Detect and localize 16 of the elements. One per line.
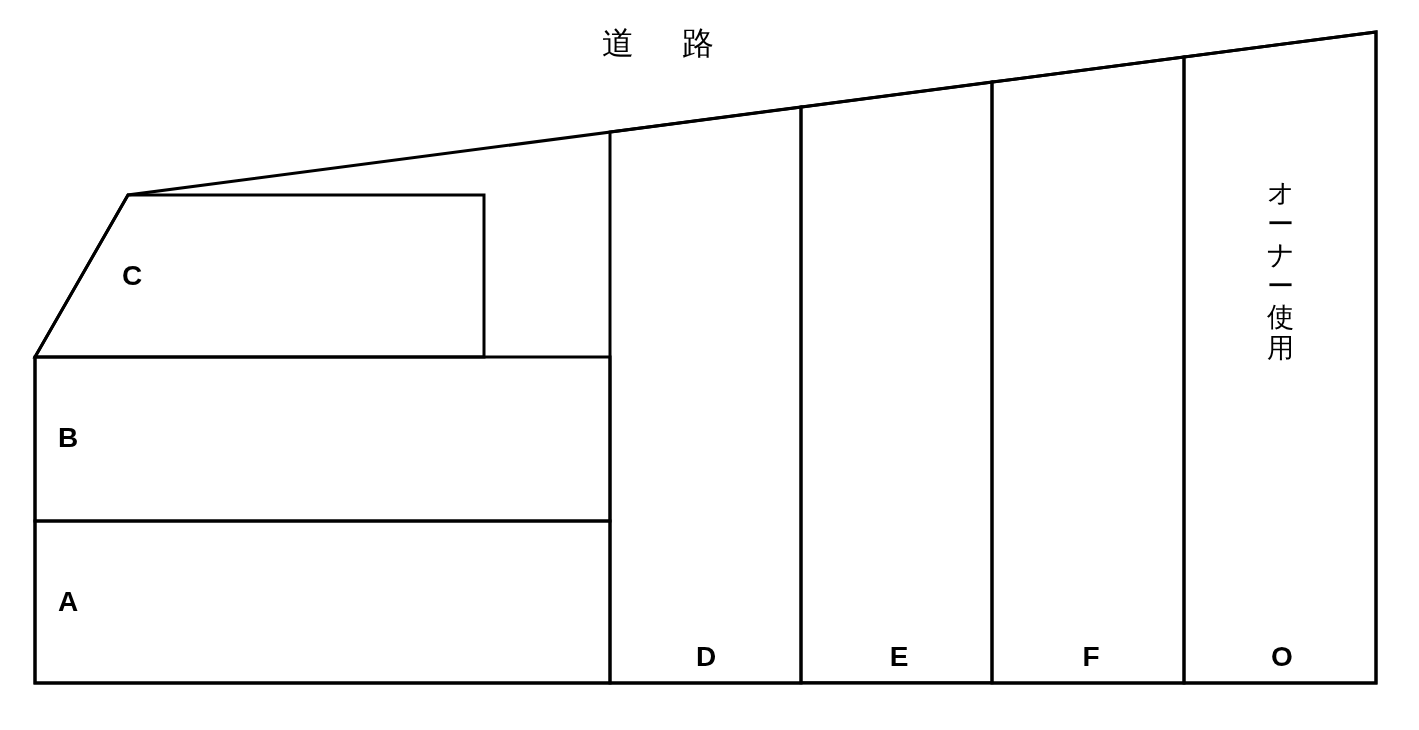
lot-area — [801, 82, 992, 683]
lot-letter: D — [695, 643, 717, 671]
lot-area — [610, 107, 801, 683]
lot-area — [1184, 32, 1376, 683]
lot-letter: C — [121, 262, 143, 290]
lot-area — [35, 195, 484, 357]
lot-letter: E — [889, 643, 909, 671]
lot-area — [35, 521, 610, 683]
lot-letter: O — [1271, 643, 1293, 671]
lot-letter: A — [57, 588, 79, 616]
lot-letter: F — [1082, 643, 1100, 671]
road-label: 道路 — [602, 24, 762, 63]
lot-area — [35, 357, 610, 521]
lot-area — [992, 57, 1184, 683]
usage-note: オーナー使用 — [1266, 178, 1294, 365]
lot-letter: B — [57, 424, 79, 452]
